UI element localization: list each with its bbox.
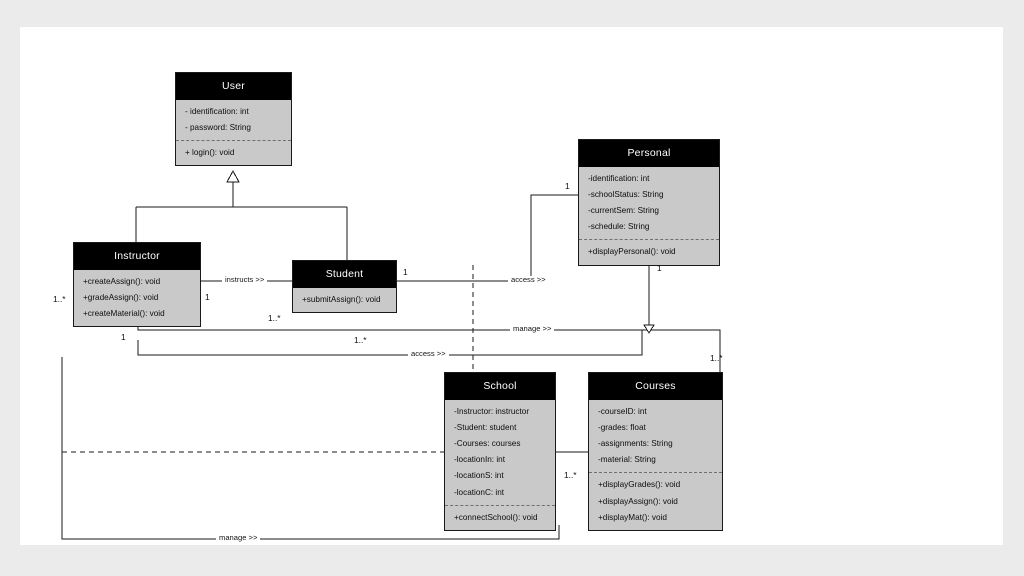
diagram-canvas: User - identification: int - password: S… (20, 27, 1003, 545)
class-methods-personal: +displayPersonal(): void (579, 239, 719, 264)
edge-label-access-school: access >> (408, 350, 449, 358)
class-method: +connectSchool(): void (454, 512, 538, 522)
class-attributes-courses: -courseID: int -grades: float -assignmen… (589, 400, 722, 473)
multiplicity-personal-bottom: 1 (657, 263, 662, 273)
class-attribute: -locationC: int (454, 487, 505, 497)
class-attribute: -Instructor: instructor (454, 406, 530, 416)
edge-student-personal-access (396, 194, 578, 282)
multiplicity-personal-top: 1 (565, 181, 570, 191)
class-box-school[interactable]: School -Instructor: instructor -Student:… (444, 372, 556, 531)
edge-label-instructs: instructs >> (222, 276, 268, 284)
uml-class-diagram: User - identification: int - password: S… (20, 27, 1003, 545)
class-attribute: -courseID: int (598, 406, 647, 416)
class-method: +createAssign(): void (83, 276, 161, 286)
class-attributes-user: - identification: int - password: String (176, 100, 291, 140)
edge-access-school (137, 330, 643, 356)
class-box-courses[interactable]: Courses -courseID: int -grades: float -a… (588, 372, 723, 531)
class-method: +createMaterial(): void (83, 308, 165, 318)
class-method: +gradeAssign(): void (83, 292, 159, 302)
class-method: +submitAssign(): void (302, 294, 381, 304)
class-method: +displayPersonal(): void (588, 247, 676, 257)
class-attribute: - password: String (185, 122, 251, 132)
multiplicity-courses-left: 1..* (564, 470, 577, 480)
class-method: +displayMat(): void (598, 512, 667, 522)
class-attribute: -currentSem: String (588, 205, 659, 215)
multiplicity-student-bottom: 1..* (354, 335, 367, 345)
class-box-user[interactable]: User - identification: int - password: S… (175, 72, 292, 167)
class-title-user: User (176, 73, 291, 100)
edge-label-manage-school: manage >> (216, 534, 261, 542)
class-attribute: -Student: student (454, 422, 517, 432)
aggregation-arrow-icon (643, 324, 655, 334)
multiplicity-instructor-bottom: 1 (121, 332, 126, 342)
class-attribute: -schoolStatus: String (588, 189, 664, 199)
multiplicity-instructor-right: 1 (205, 292, 210, 302)
class-attribute: - identification: int (185, 106, 249, 116)
edge-manage-school-bottom (61, 452, 560, 540)
multiplicity-instructor-left: 1..* (53, 294, 66, 304)
generalization-triangle-icon (226, 169, 240, 183)
class-methods-user: + login(): void (176, 139, 291, 165)
edge-label-access-personal: access >> (508, 276, 549, 284)
class-methods-student: +submitAssign(): void (293, 288, 396, 312)
class-methods-courses: +displayGrades(): void +displayAssign():… (589, 472, 722, 530)
class-method: + login(): void (185, 147, 235, 157)
edge-manage-courses (137, 325, 721, 372)
relationship-edges (61, 169, 721, 540)
class-attribute: -schedule: String (588, 222, 650, 232)
class-attributes-school: -Instructor: instructor -Student: studen… (445, 400, 555, 505)
class-attribute: -material: String (598, 455, 656, 465)
class-box-personal[interactable]: Personal -identification: int -schoolSta… (578, 139, 720, 266)
class-box-instructor[interactable]: Instructor +createAssign(): void +gradeA… (73, 242, 201, 328)
class-attribute: -assignments: String (598, 438, 673, 448)
class-methods-instructor: +createAssign(): void +gradeAssign(): vo… (74, 270, 200, 327)
class-method: +displayAssign(): void (598, 496, 678, 506)
edge-label-manage-courses: manage >> (510, 325, 555, 333)
class-title-school: School (445, 373, 555, 400)
class-box-student[interactable]: Student +submitAssign(): void (292, 260, 397, 313)
multiplicity-student-left: 1..* (268, 313, 281, 323)
class-attribute: -identification: int (588, 173, 650, 183)
class-title-instructor: Instructor (74, 243, 200, 270)
class-attributes-personal: -identification: int -schoolStatus: Stri… (579, 167, 719, 240)
class-methods-school: +connectSchool(): void (445, 504, 555, 530)
class-attribute: -locationIn: int (454, 455, 505, 465)
class-title-courses: Courses (589, 373, 722, 400)
class-attribute: -locationS: int (454, 471, 504, 481)
class-attribute: -Courses: courses (454, 438, 521, 448)
multiplicity-courses-top-right: 1..* (710, 353, 723, 363)
class-method: +displayGrades(): void (598, 480, 681, 490)
class-title-student: Student (293, 261, 396, 288)
class-title-personal: Personal (579, 140, 719, 167)
class-attribute: -grades: float (598, 422, 646, 432)
multiplicity-student-right: 1 (403, 267, 408, 277)
